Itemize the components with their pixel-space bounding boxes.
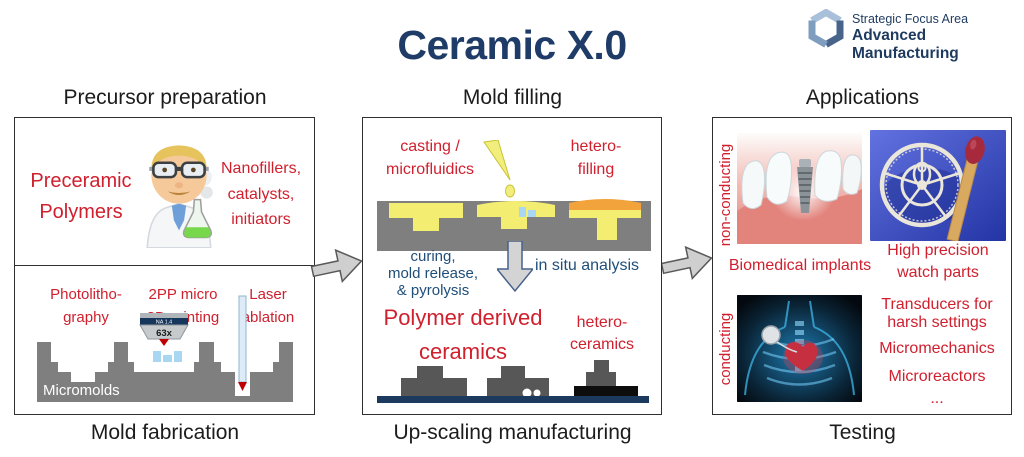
ceramics-illustration	[377, 360, 649, 403]
hetero-ceramics-label: hetero- ceramics	[569, 314, 634, 354]
laser-beam-icon	[238, 295, 247, 391]
page-title: Ceramic X.0	[397, 22, 627, 68]
panel-applications: non-conducting	[712, 117, 1012, 415]
column-header-applications: Applications	[805, 86, 920, 109]
hetero-filling-label: hetero- filling	[570, 138, 622, 179]
method-label-laser-ablation: Laser ablation	[241, 286, 295, 326]
objective-na-label: NA 1.4	[156, 320, 173, 326]
objective-mag-label: 63x	[156, 328, 173, 339]
hexagon-cube-icon	[808, 9, 844, 48]
panel-mold-filling: casting / microfluidics hetero- filling …	[362, 117, 662, 415]
method-label-photolithography: Photolitho- graphy	[50, 286, 122, 326]
vertical-label-conducting: conducting	[717, 312, 734, 386]
micromold-illustration: NA 1.4 63x Micromolds	[37, 295, 293, 402]
polymer-derived-ceramics-label: Polymer derived ceramics	[383, 305, 543, 365]
dental-implant-image	[737, 133, 862, 244]
sfa-logo: Strategic Focus Area Advanced Manufactur…	[806, 8, 1018, 62]
logo-title: Advanced Manufacturing	[852, 27, 959, 62]
in-situ-analysis-label: in situ analysis	[535, 257, 640, 274]
footer-label-upscaling: Up-scaling manufacturing	[393, 421, 632, 444]
logo-subtitle: Strategic Focus Area	[852, 12, 969, 26]
scientist-icon	[146, 145, 213, 248]
micromolds-label: Micromolds	[43, 382, 120, 399]
footer-label-mold-fabrication: Mold fabrication	[90, 421, 240, 444]
additives-label: Nanofillers, catalysts, initiators	[220, 160, 302, 229]
casting-label: casting / microfluidics	[385, 138, 474, 179]
ellipsis-label: ...	[930, 390, 944, 407]
vertical-label-non-conducting: non-conducting	[717, 143, 734, 247]
panel-divider	[15, 265, 314, 266]
transducers-label: Transducers for harsh settings	[881, 296, 993, 332]
down-arrow-icon	[497, 241, 533, 293]
pacemaker-xray-image	[737, 295, 862, 402]
footer-label-testing: Testing	[829, 421, 896, 444]
biomedical-implants-label: Biomedical implants	[728, 257, 872, 274]
watch-parts-label: High precision watch parts	[887, 242, 989, 282]
pipette-icon	[483, 140, 515, 198]
microreactors-label: Microreactors	[888, 368, 986, 385]
column-header-mold-filling: Mold filling	[462, 86, 563, 109]
watch-parts-image	[870, 130, 1006, 241]
column-header-precursor-preparation: Precursor preparation	[63, 86, 267, 109]
flow-arrow-2-icon	[660, 245, 713, 281]
curing-label: curing, mold release, & pyrolysis	[387, 248, 479, 299]
flow-arrow-1-icon	[310, 248, 363, 284]
micromechanics-label: Micromechanics	[879, 340, 995, 357]
panel-precursor-mold: Preceramic Polymers Nanofillers, catalys…	[14, 117, 315, 415]
preceramic-polymers-label: Preceramic Polymers	[30, 170, 132, 223]
microscope-objective-icon: NA 1.4 63x	[139, 313, 189, 346]
